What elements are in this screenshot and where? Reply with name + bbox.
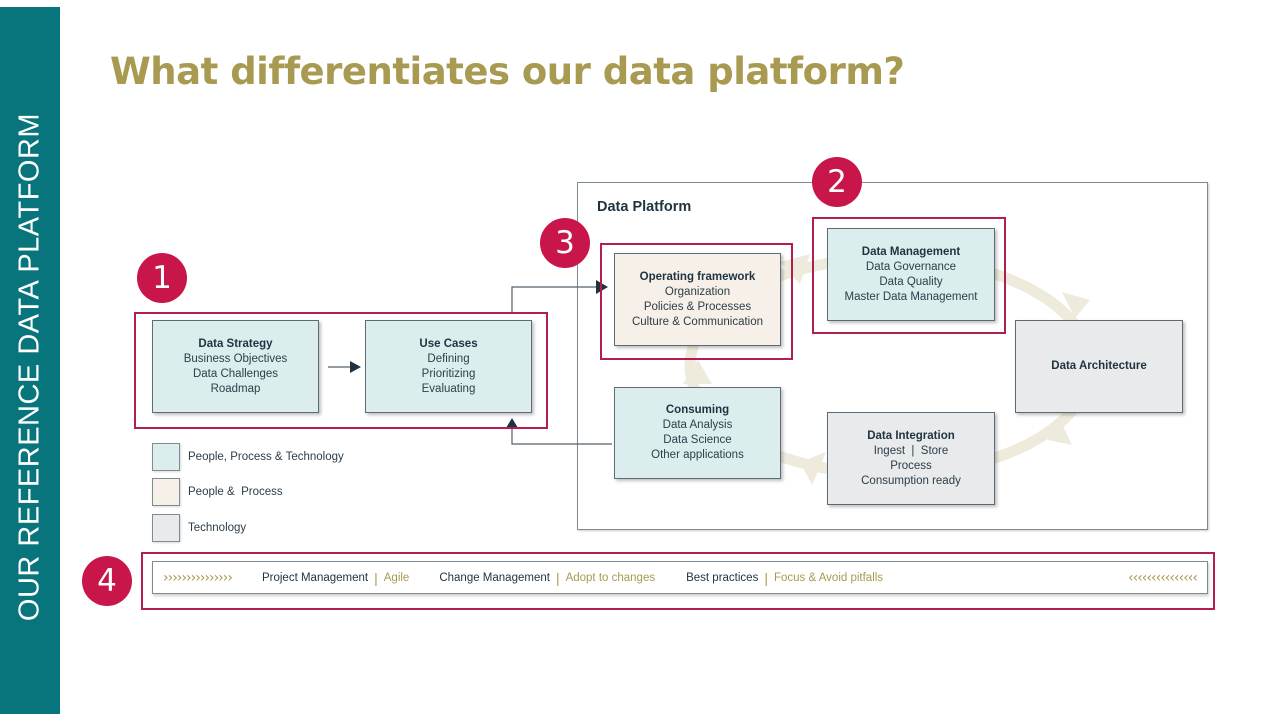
- highlight-group-4: [141, 552, 1215, 610]
- legend-label: People & Process: [188, 486, 283, 498]
- badge-1: 1: [137, 253, 187, 303]
- enabler-best-practices: Best practices | Focus & Avoid pitfalls: [686, 570, 883, 586]
- data-strategy-line: Business Objectives: [183, 352, 288, 365]
- enablers-bar: ››››››››››››››› Project Management | Agi…: [152, 561, 1208, 594]
- highlight-group-3: [600, 243, 793, 360]
- data-platform-title: Data Platform: [597, 199, 692, 215]
- badge-4: 4: [82, 556, 132, 606]
- consuming-line: Data Science: [663, 434, 732, 446]
- legend-label: Technology: [188, 522, 247, 534]
- cycle-arrowhead-4: [683, 360, 712, 384]
- chevrons-right-icon: ›››››››››››››››: [163, 569, 233, 586]
- data-strategy-line: Roadmap: [210, 382, 261, 395]
- strategy-to-usecases-arrowhead: [350, 361, 361, 373]
- legend-swatch-pp: [152, 478, 180, 506]
- use-cases-line: Prioritizing: [421, 367, 476, 380]
- cycle-arrowhead-3: [800, 452, 826, 485]
- operating-framework-box[interactable]: Operating framework Organization Policie…: [614, 253, 781, 346]
- legend-label: People, Process & Technology: [188, 451, 344, 463]
- consuming-to-usecases-line: [511, 428, 612, 445]
- data-integration-line: Process: [890, 459, 932, 472]
- usecases-to-framework-arrowhead: [596, 280, 608, 294]
- data-platform-container: [577, 182, 1208, 530]
- cycle-arrowhead-2: [1048, 420, 1072, 445]
- data-management-line: Data Quality: [879, 275, 943, 288]
- usecases-to-framework-line: [511, 286, 596, 313]
- highlight-group-2: [812, 217, 1006, 334]
- legend-item: People & Process: [152, 478, 283, 506]
- enabler-sub: Focus & Avoid pitfalls: [773, 571, 884, 584]
- legend-item: Technology: [152, 514, 246, 542]
- data-integration-line: Ingest | Store: [873, 444, 949, 457]
- data-integration-title: Data Integration: [867, 429, 955, 442]
- use-cases-line: Evaluating: [421, 382, 476, 395]
- cycle-arrowhead-1: [1062, 292, 1090, 318]
- data-management-box[interactable]: Data Management Data Governance Data Qua…: [827, 228, 995, 321]
- enabler-separator: |: [374, 569, 378, 586]
- chevrons-left-icon: ‹‹‹‹‹‹‹‹‹‹‹‹‹‹‹: [1128, 569, 1198, 586]
- enabler-main: Best practices: [686, 571, 759, 584]
- cycle-arrowheads: [683, 254, 1090, 485]
- data-management-line: Master Data Management: [844, 290, 978, 303]
- data-management-title: Data Management: [861, 245, 961, 258]
- sidebar: OUR REFERENCE DATA PLATFORM: [0, 7, 60, 714]
- consuming-title: Consuming: [665, 404, 730, 416]
- operating-framework-line: Policies & Processes: [643, 300, 752, 313]
- operating-framework-line: Organization: [664, 285, 731, 298]
- badge-3: 3: [540, 218, 590, 268]
- data-strategy-line: Data Challenges: [192, 367, 279, 380]
- operating-framework-title: Operating framework: [639, 270, 756, 283]
- legend-item: People, Process & Technology: [152, 443, 344, 471]
- legend-swatch-ppt: [152, 443, 180, 471]
- use-cases-title: Use Cases: [419, 337, 478, 350]
- data-integration-box[interactable]: Data Integration Ingest | Store Process …: [827, 412, 995, 505]
- highlight-group-1: [134, 312, 548, 429]
- consuming-line: Other applications: [651, 449, 744, 461]
- enabler-change-management: Change Management | Adopt to changes: [439, 570, 655, 586]
- data-management-line: Data Governance: [865, 260, 957, 273]
- data-strategy-title: Data Strategy: [198, 337, 273, 350]
- enabler-separator: |: [555, 569, 560, 586]
- operating-framework-line: Culture & Communication: [631, 315, 764, 328]
- data-integration-line: Consumption ready: [861, 474, 961, 487]
- enabler-sub: Adopt to changes: [565, 571, 656, 584]
- badge-2: 2: [812, 157, 862, 207]
- enabler-main: Change Management: [439, 571, 550, 584]
- enabler-separator: |: [764, 569, 768, 586]
- cycle-arrowhead-5: [780, 254, 810, 284]
- data-architecture-title: Data Architecture: [1051, 360, 1147, 372]
- data-strategy-box[interactable]: Data Strategy Business Objectives Data C…: [152, 320, 319, 413]
- legend-swatch-t: [152, 514, 180, 542]
- enabler-project-management: Project Management | Agile: [262, 570, 409, 586]
- consuming-line: Data Analysis: [662, 419, 733, 431]
- data-architecture-box[interactable]: Data Architecture: [1015, 320, 1183, 413]
- consuming-to-usecases-arrowhead: [506, 418, 518, 428]
- consuming-box[interactable]: Consuming Data Analysis Data Science Oth…: [614, 387, 781, 479]
- use-cases-box[interactable]: Use Cases Defining Prioritizing Evaluati…: [365, 320, 532, 413]
- use-cases-line: Defining: [427, 352, 470, 365]
- page-title: What differentiates our data platform?: [110, 50, 905, 93]
- enabler-main: Project Management: [261, 571, 369, 584]
- enabler-sub: Agile: [383, 571, 410, 584]
